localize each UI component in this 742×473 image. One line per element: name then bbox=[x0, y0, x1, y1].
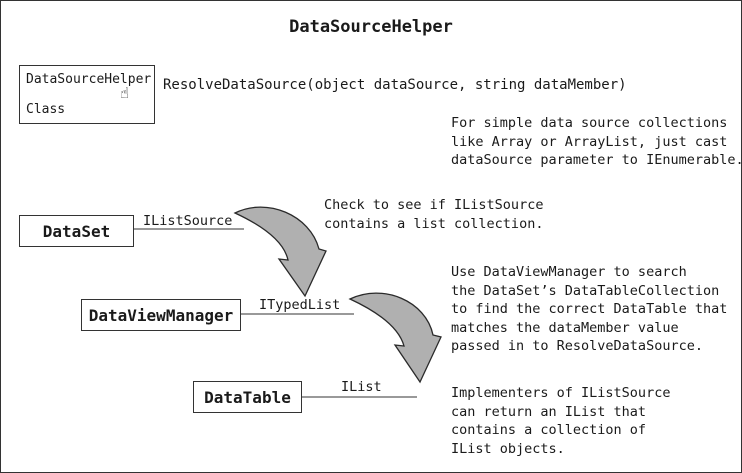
node-datatable: DataTable bbox=[193, 381, 302, 413]
note-implementers: Implementers of IListSource can return a… bbox=[451, 385, 671, 457]
node-dataset-label: DataSet bbox=[42, 221, 111, 241]
node-datatable-label: DataTable bbox=[204, 387, 291, 407]
note-simple-collections: For simple data source collections like … bbox=[451, 115, 742, 168]
iface-ilistsource: IListSource bbox=[143, 213, 233, 229]
class-name: DataSourceHelper bbox=[26, 72, 152, 87]
iface-itypedlist: ITypedList bbox=[259, 297, 341, 313]
node-dataset: DataSet bbox=[19, 215, 134, 247]
class-box: DataSourceHelper Class ☝ bbox=[19, 65, 155, 124]
curved-arrow-1 bbox=[233, 206, 327, 298]
note-check-list-source: Check to see if IListSource contains a l… bbox=[324, 197, 544, 232]
node-dataviewmanager: DataViewManager bbox=[81, 299, 241, 331]
iface-ilist: IList bbox=[341, 379, 382, 395]
method-signature: ResolveDataSource(object dataSource, str… bbox=[163, 77, 627, 93]
hand-pointer-icon: ☝ bbox=[120, 84, 130, 102]
diagram-title: DataSourceHelper bbox=[289, 17, 453, 37]
curved-arrow-2 bbox=[348, 292, 442, 384]
note-data-view-manager: Use DataViewManager to search the DataSe… bbox=[451, 264, 728, 354]
class-type-label: Class bbox=[26, 102, 66, 117]
node-dataviewmanager-label: DataViewManager bbox=[88, 305, 234, 325]
